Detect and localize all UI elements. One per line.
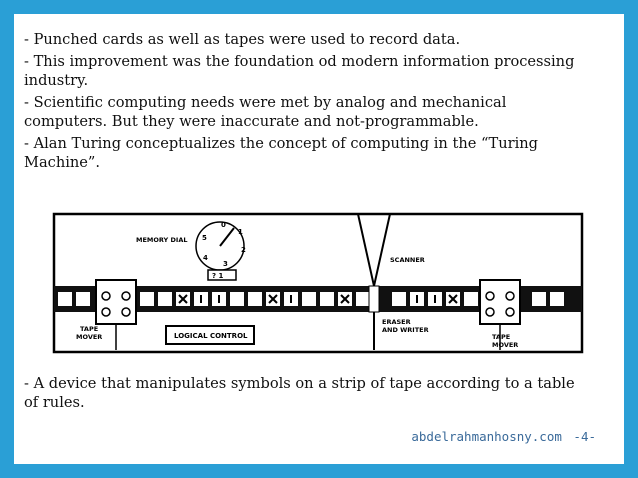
memory-dial-label: MEMORY DIAL bbox=[136, 236, 188, 244]
eraser-label-2: AND WRITER bbox=[382, 326, 429, 334]
scanner-label: SCANNER bbox=[390, 256, 425, 264]
tape-symbols bbox=[178, 294, 458, 304]
turing-machine-diagram: TAPE MOVER TAPE MOVER 0 1 2 3 4 5 ? 1 ME… bbox=[40, 200, 600, 378]
caption: - A device that manipulates symbols on a… bbox=[24, 375, 575, 411]
dial-number: 0 bbox=[221, 221, 226, 229]
tape-mover-left-label-1: TAPE bbox=[80, 325, 98, 333]
bullet-item: - This improvement was the foundation od… bbox=[24, 53, 575, 89]
tape-mover-right: TAPE MOVER bbox=[479, 279, 521, 350]
bullet-item: - Scientific computing needs were met by… bbox=[24, 94, 507, 130]
dial-number: 2 bbox=[241, 246, 246, 254]
dial-number: 4 bbox=[203, 254, 208, 262]
scanner: SCANNER ERASER AND WRITER bbox=[357, 213, 429, 350]
footer-site: abdelrahmanhosny.com bbox=[411, 429, 562, 444]
frame-left bbox=[0, 0, 14, 478]
page-number: -4- bbox=[573, 429, 596, 444]
logical-control: LOGICAL CONTROL bbox=[165, 325, 255, 345]
tape-mover-left: TAPE MOVER bbox=[76, 279, 137, 350]
eraser-label-1: ERASER bbox=[382, 318, 411, 326]
dial-window: ? 1 bbox=[212, 272, 223, 280]
tape-mover-right-label-1: TAPE bbox=[492, 333, 510, 341]
frame-bottom bbox=[0, 464, 638, 478]
footer: abdelrahmanhosny.com -4- bbox=[411, 429, 596, 444]
dial-number: 5 bbox=[202, 234, 207, 242]
bullet-list: - Punched cards as well as tapes were us… bbox=[24, 30, 584, 175]
logical-control-label: LOGICAL CONTROL bbox=[174, 332, 248, 340]
frame-right bbox=[624, 0, 638, 478]
memory-dial: 0 1 2 3 4 5 ? 1 MEMORY DIAL bbox=[136, 221, 246, 281]
tape-mover-left-label-2: MOVER bbox=[76, 333, 102, 341]
bullet-item: - Punched cards as well as tapes were us… bbox=[24, 31, 461, 48]
frame-top bbox=[0, 0, 638, 14]
machine-housing bbox=[52, 212, 584, 354]
dial-number: 1 bbox=[238, 228, 243, 236]
dial-number: 3 bbox=[223, 260, 228, 268]
bullet-item: - Alan Turing conceptualizes the concept… bbox=[24, 135, 538, 171]
tape-mover-right-label-2: MOVER bbox=[492, 341, 518, 349]
